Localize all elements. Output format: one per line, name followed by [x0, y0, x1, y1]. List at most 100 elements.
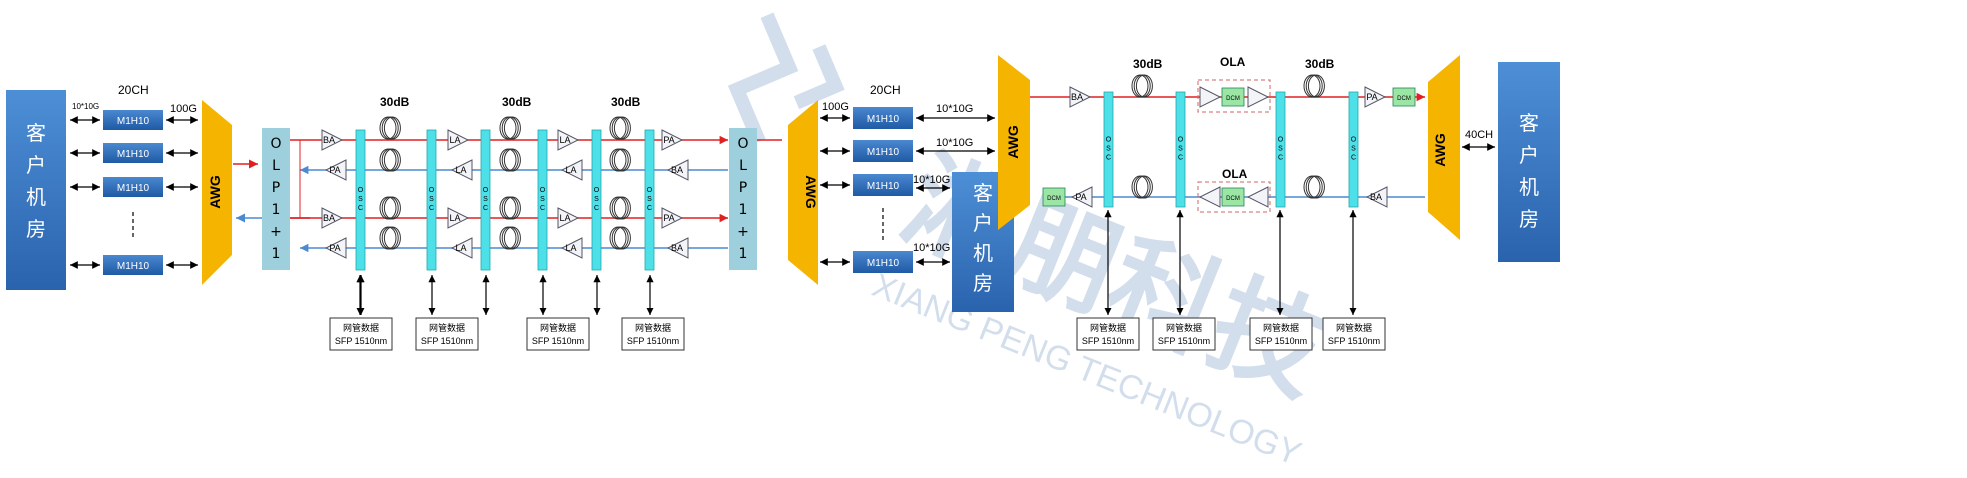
right-mgmt-box-2-mgmt-label: 网管数据 [1166, 322, 1202, 334]
middle-awg: AWG [788, 100, 819, 285]
right-awg-2-label: AWG [1432, 133, 1448, 167]
middle-awg-label: AWG [803, 175, 819, 209]
right-mgmt-box-3-sfp-label: SFP 1510nm [1255, 336, 1307, 346]
left-fiber-spool-11 [609, 196, 631, 220]
left-osc-board-4-label: O [540, 187, 546, 194]
right-ba-top: BA [1069, 86, 1092, 108]
right-osc-board-2-label: S [1178, 146, 1183, 153]
left-channel-count: 20CH [118, 83, 149, 97]
left-mgmt-box-2-sfp-label: SFP 1510nm [421, 336, 473, 346]
right-osc-board-4-label: S [1351, 146, 1356, 153]
right-client-room-char: 房 [1519, 207, 1539, 231]
left-fiber-spool-12 [609, 226, 631, 250]
right-awg-1-label: AWG [1005, 125, 1021, 159]
left-fiber-spool-5 [499, 116, 521, 140]
left-olp-char: P [272, 180, 280, 196]
left-fiber-spools [379, 116, 631, 250]
right-ola-label-1: OLA [1220, 55, 1246, 69]
left-amplifier-1: BA [321, 129, 344, 151]
left-osc-board-2-label: S [429, 196, 434, 203]
right-pa-top-label: PA [1366, 92, 1377, 102]
left-amplifier-6: LA [450, 159, 473, 181]
right-pa-bottom-label: PA [1075, 192, 1086, 202]
right-osc-board-2-label: O [1178, 137, 1184, 144]
left-amplifier-8: LA [450, 237, 473, 259]
left-fiber-spool-1 [379, 116, 401, 140]
left-osc-board-1-label: O [358, 187, 364, 194]
right-awg-1: AWG [998, 55, 1030, 230]
right-ola-box-top [1197, 79, 1271, 113]
left-mgmt-box-4-mgmt-label: 网管数据 [635, 322, 671, 334]
left-fiber-spool-8 [499, 226, 521, 250]
left-link-rate-label: 10*10G [72, 102, 99, 111]
left-osc-board-4-label: C [540, 205, 545, 212]
right-olp-char: P [739, 180, 747, 196]
left-amplifier-14: BA [666, 159, 689, 181]
left-fiber-spool-6 [499, 148, 521, 172]
left-osc-board-1-label: C [358, 205, 363, 212]
left-osc-board-3: OSC [480, 129, 491, 271]
left-fiber-spool-4 [379, 226, 401, 250]
left-mgmt-box-4-sfp-label: SFP 1510nm [627, 336, 679, 346]
left-amplifier-9: LA [557, 129, 580, 151]
left-mgmt-box-3-mgmt-label: 网管数据 [540, 322, 576, 334]
left-span-loss-3: 30dB [611, 95, 641, 109]
right-fiber-spool-4 [1303, 175, 1325, 199]
left-fiber-spool-9 [609, 116, 631, 140]
left-osc-board-6-label: C [647, 205, 652, 212]
middle-transponder-1: M1H10 [867, 114, 900, 125]
left-osc-board-5-label: C [594, 205, 599, 212]
right-olp-char: L [739, 158, 747, 174]
right-fiber-spool-3 [1131, 175, 1153, 199]
left-osc-board-1-label: S [358, 196, 363, 203]
left-amplifier-2-label: PA [329, 165, 340, 175]
left-fiber-spool-10 [609, 148, 631, 172]
left-client-links [70, 116, 100, 269]
right-dcm-bottom-start: DCM [1042, 187, 1066, 207]
right-olp-char: O [737, 136, 748, 152]
right-olp-char: + [737, 224, 749, 240]
right-mgmt-box-1-mgmt-label: 网管数据 [1090, 322, 1126, 334]
right-fiber-spool-2 [1303, 74, 1325, 98]
left-transponder-4: M1H10 [117, 261, 150, 272]
middle-link-rate-3: 10*10G [913, 174, 950, 186]
middle-transponder-2: M1H10 [867, 147, 900, 158]
right-pa-top: PA [1364, 86, 1387, 108]
right-osc-board-1-label: O [1106, 137, 1112, 144]
left-amplifier-9-label: LA [559, 135, 570, 145]
left-span-loss-1: 30dB [380, 95, 410, 109]
right-mgmt-box-4-mgmt-label: 网管数据 [1336, 322, 1372, 334]
right-osc-board-1-label: S [1106, 146, 1111, 153]
middle-link-rate-4: 10*10G [913, 242, 950, 254]
middle-client-room-char: 房 [973, 271, 993, 295]
left-olp-char: + [270, 224, 282, 240]
right-client-room-char: 户 [1519, 143, 1539, 167]
right-dcm-top-end: DCM [1392, 87, 1416, 107]
right-osc-board-1: OSC [1103, 91, 1114, 208]
right-dcm-bottom-ola: DCM [1221, 187, 1245, 207]
middle-transponder-3: M1H10 [867, 181, 900, 192]
right-osc-board-3: OSC [1275, 91, 1286, 208]
left-osc-board-3-label: S [483, 196, 488, 203]
right-dcm-top-end-label: DCM [1397, 96, 1411, 102]
right-osc-board-3-label: C [1278, 155, 1283, 162]
left-amplifier-10-label: LA [565, 165, 576, 175]
left-osc-board-6-label: S [647, 196, 652, 203]
left-fiber-spool-2 [379, 148, 401, 172]
right-ola-amp-2 [1247, 86, 1270, 108]
left-amplifier-13-label: PA [663, 135, 674, 145]
left-mgmt-box-3-sfp-label: SFP 1510nm [532, 336, 584, 346]
left-osc-board-2-label: O [429, 187, 435, 194]
left-amplifier-12-label: LA [565, 243, 576, 253]
